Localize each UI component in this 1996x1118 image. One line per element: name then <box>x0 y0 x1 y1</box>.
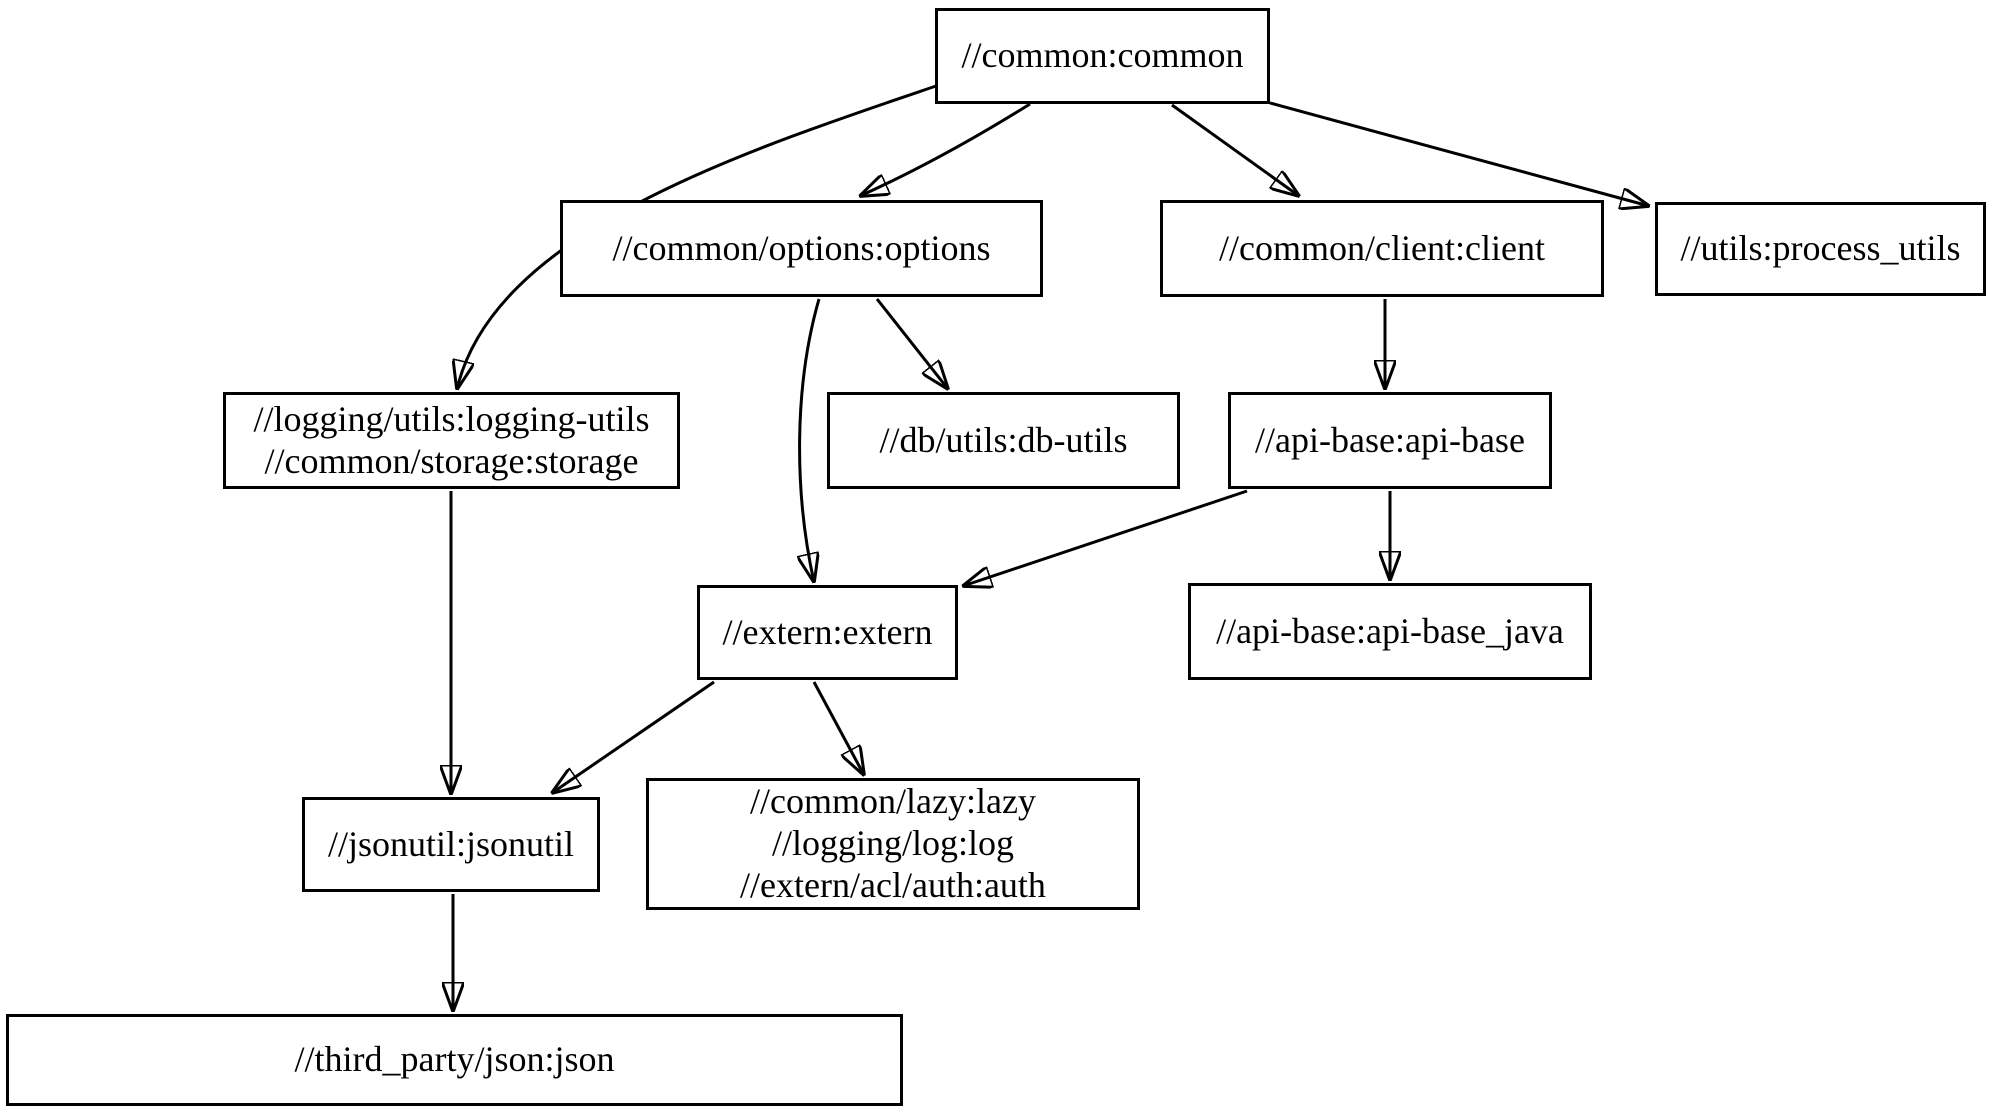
node-utils-process-utils: //utils:process_utils <box>1655 202 1986 296</box>
edge-extern-to-lazy <box>812 681 864 775</box>
node-common-options: //common/options:options <box>560 200 1043 297</box>
edge-options-to-extern <box>800 298 821 582</box>
edge-common-to-options <box>860 102 1031 196</box>
edge-common-to-client <box>1171 103 1299 196</box>
node-common-common: //common:common <box>935 8 1270 104</box>
node-db-utils: //db/utils:db-utils <box>827 392 1180 489</box>
node-extern: //extern:extern <box>697 585 958 680</box>
edge-common-to-process-utils <box>1269 101 1649 206</box>
node-api-base: //api-base:api-base <box>1228 392 1552 489</box>
edge-extern-to-jsonutil <box>552 680 715 793</box>
node-logging-utils-and-storage: //logging/utils:logging-utils //common/s… <box>223 392 680 489</box>
edge-api-base-to-extern <box>963 489 1248 586</box>
node-common-client: //common/client:client <box>1160 200 1604 297</box>
node-lazy-log-auth: //common/lazy:lazy //logging/log:log //e… <box>646 778 1140 910</box>
node-api-base-java: //api-base:api-base_java <box>1188 583 1592 680</box>
node-jsonutil: //jsonutil:jsonutil <box>302 797 600 892</box>
edge-options-to-db-utils <box>875 298 948 389</box>
node-third-party-json: //third_party/json:json <box>6 1014 903 1106</box>
